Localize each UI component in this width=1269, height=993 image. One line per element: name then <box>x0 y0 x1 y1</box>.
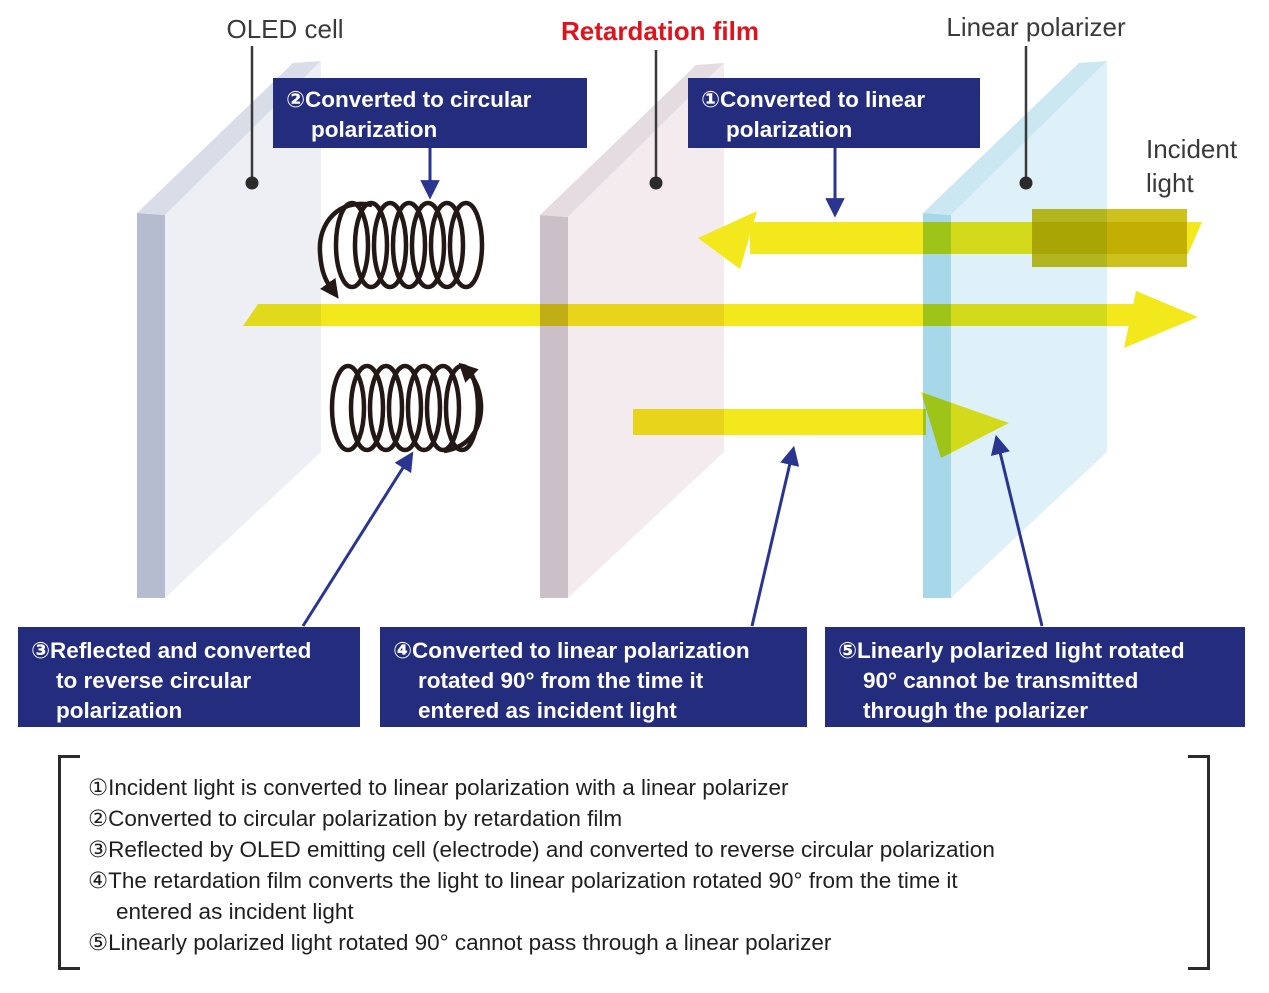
legend-line-3: ③Reflected by OLED emitting cell (electr… <box>88 837 995 862</box>
callout-2-converted-to-circular: ②Converted to circular polarization <box>273 78 587 148</box>
callout3-arrow <box>301 451 414 627</box>
oled-pointer-dot <box>245 176 259 190</box>
callout-pointer-arrows <box>301 148 1044 627</box>
callout-line: polarization <box>311 117 438 142</box>
coil-rotation-arrow <box>443 362 484 454</box>
linear-polarizer-panel <box>923 61 1107 598</box>
callout-line: ③Reflected and converted <box>31 638 312 663</box>
callout-4-linear-rotated-90: ④Converted to linear polarization rotate… <box>380 627 807 727</box>
callout-3-reflected-reverse-circular: ③Reflected and converted to reverse circ… <box>18 627 360 727</box>
circular-polarization-coil-bottom <box>329 362 484 454</box>
coil-rotation-arrow <box>317 201 373 299</box>
legend-box: ①Incident light is converted to linear p… <box>58 755 1210 970</box>
legend-line-5: ⑤Linearly polarized light rotated 90° ca… <box>88 930 832 955</box>
polarizer-pointer-dot <box>1019 176 1033 190</box>
incident-light-line1: Incident <box>1146 134 1238 164</box>
panel-pointer-dots <box>245 176 1033 190</box>
callout5-arrow <box>990 434 1044 627</box>
callout4-arrow <box>750 445 800 627</box>
callout-line: 90° cannot be transmitted <box>863 668 1139 693</box>
circular-polarization-coil-top <box>317 200 485 299</box>
callout-line: ①Converted to linear <box>701 87 926 112</box>
legend-left-bracket <box>58 755 80 970</box>
callout-line: ⑤Linearly polarized light rotated <box>838 638 1185 663</box>
retardation-film-panel <box>540 63 724 598</box>
panel-pointers <box>250 46 1028 182</box>
linear-polarizer-label: Linear polarizer <box>946 12 1126 42</box>
incident-light-beam-block <box>1032 209 1187 267</box>
legend-line-4-continued: entered as incident light <box>116 899 354 924</box>
callout-line: polarization <box>56 698 183 723</box>
legend-line-4: ④The retardation film converts the light… <box>88 868 958 893</box>
callout-line: through the polarizer <box>863 698 1088 723</box>
legend-line-2: ②Converted to circular polarization by r… <box>88 806 623 831</box>
legend-right-bracket <box>1188 755 1210 970</box>
legend-lines: ①Incident light is converted to linear p… <box>88 772 995 958</box>
oled-cell-panel <box>137 61 321 598</box>
incident-light-label: Incident light <box>1146 132 1237 200</box>
callout-line: ②Converted to circular <box>286 87 532 112</box>
legend-line-1: ①Incident light is converted to linear p… <box>88 775 789 800</box>
oled-cell-label: OLED cell <box>226 14 344 44</box>
callout-line: entered as incident light <box>418 698 677 723</box>
incident-light-line2: light <box>1146 168 1194 198</box>
callout-line: rotated 90° from the time it <box>418 668 704 693</box>
retardation-film-label: Retardation film <box>561 16 759 46</box>
film-pointer-dot <box>649 176 663 190</box>
callout-1-converted-to-linear: ①Converted to linear polarization <box>688 78 980 148</box>
callout-line: to reverse circular <box>56 668 252 693</box>
callout-5-cannot-transmit: ⑤Linearly polarized light rotated 90° ca… <box>825 627 1245 727</box>
callout-line: polarization <box>726 117 853 142</box>
callout-line: ④Converted to linear polarization <box>393 638 750 663</box>
